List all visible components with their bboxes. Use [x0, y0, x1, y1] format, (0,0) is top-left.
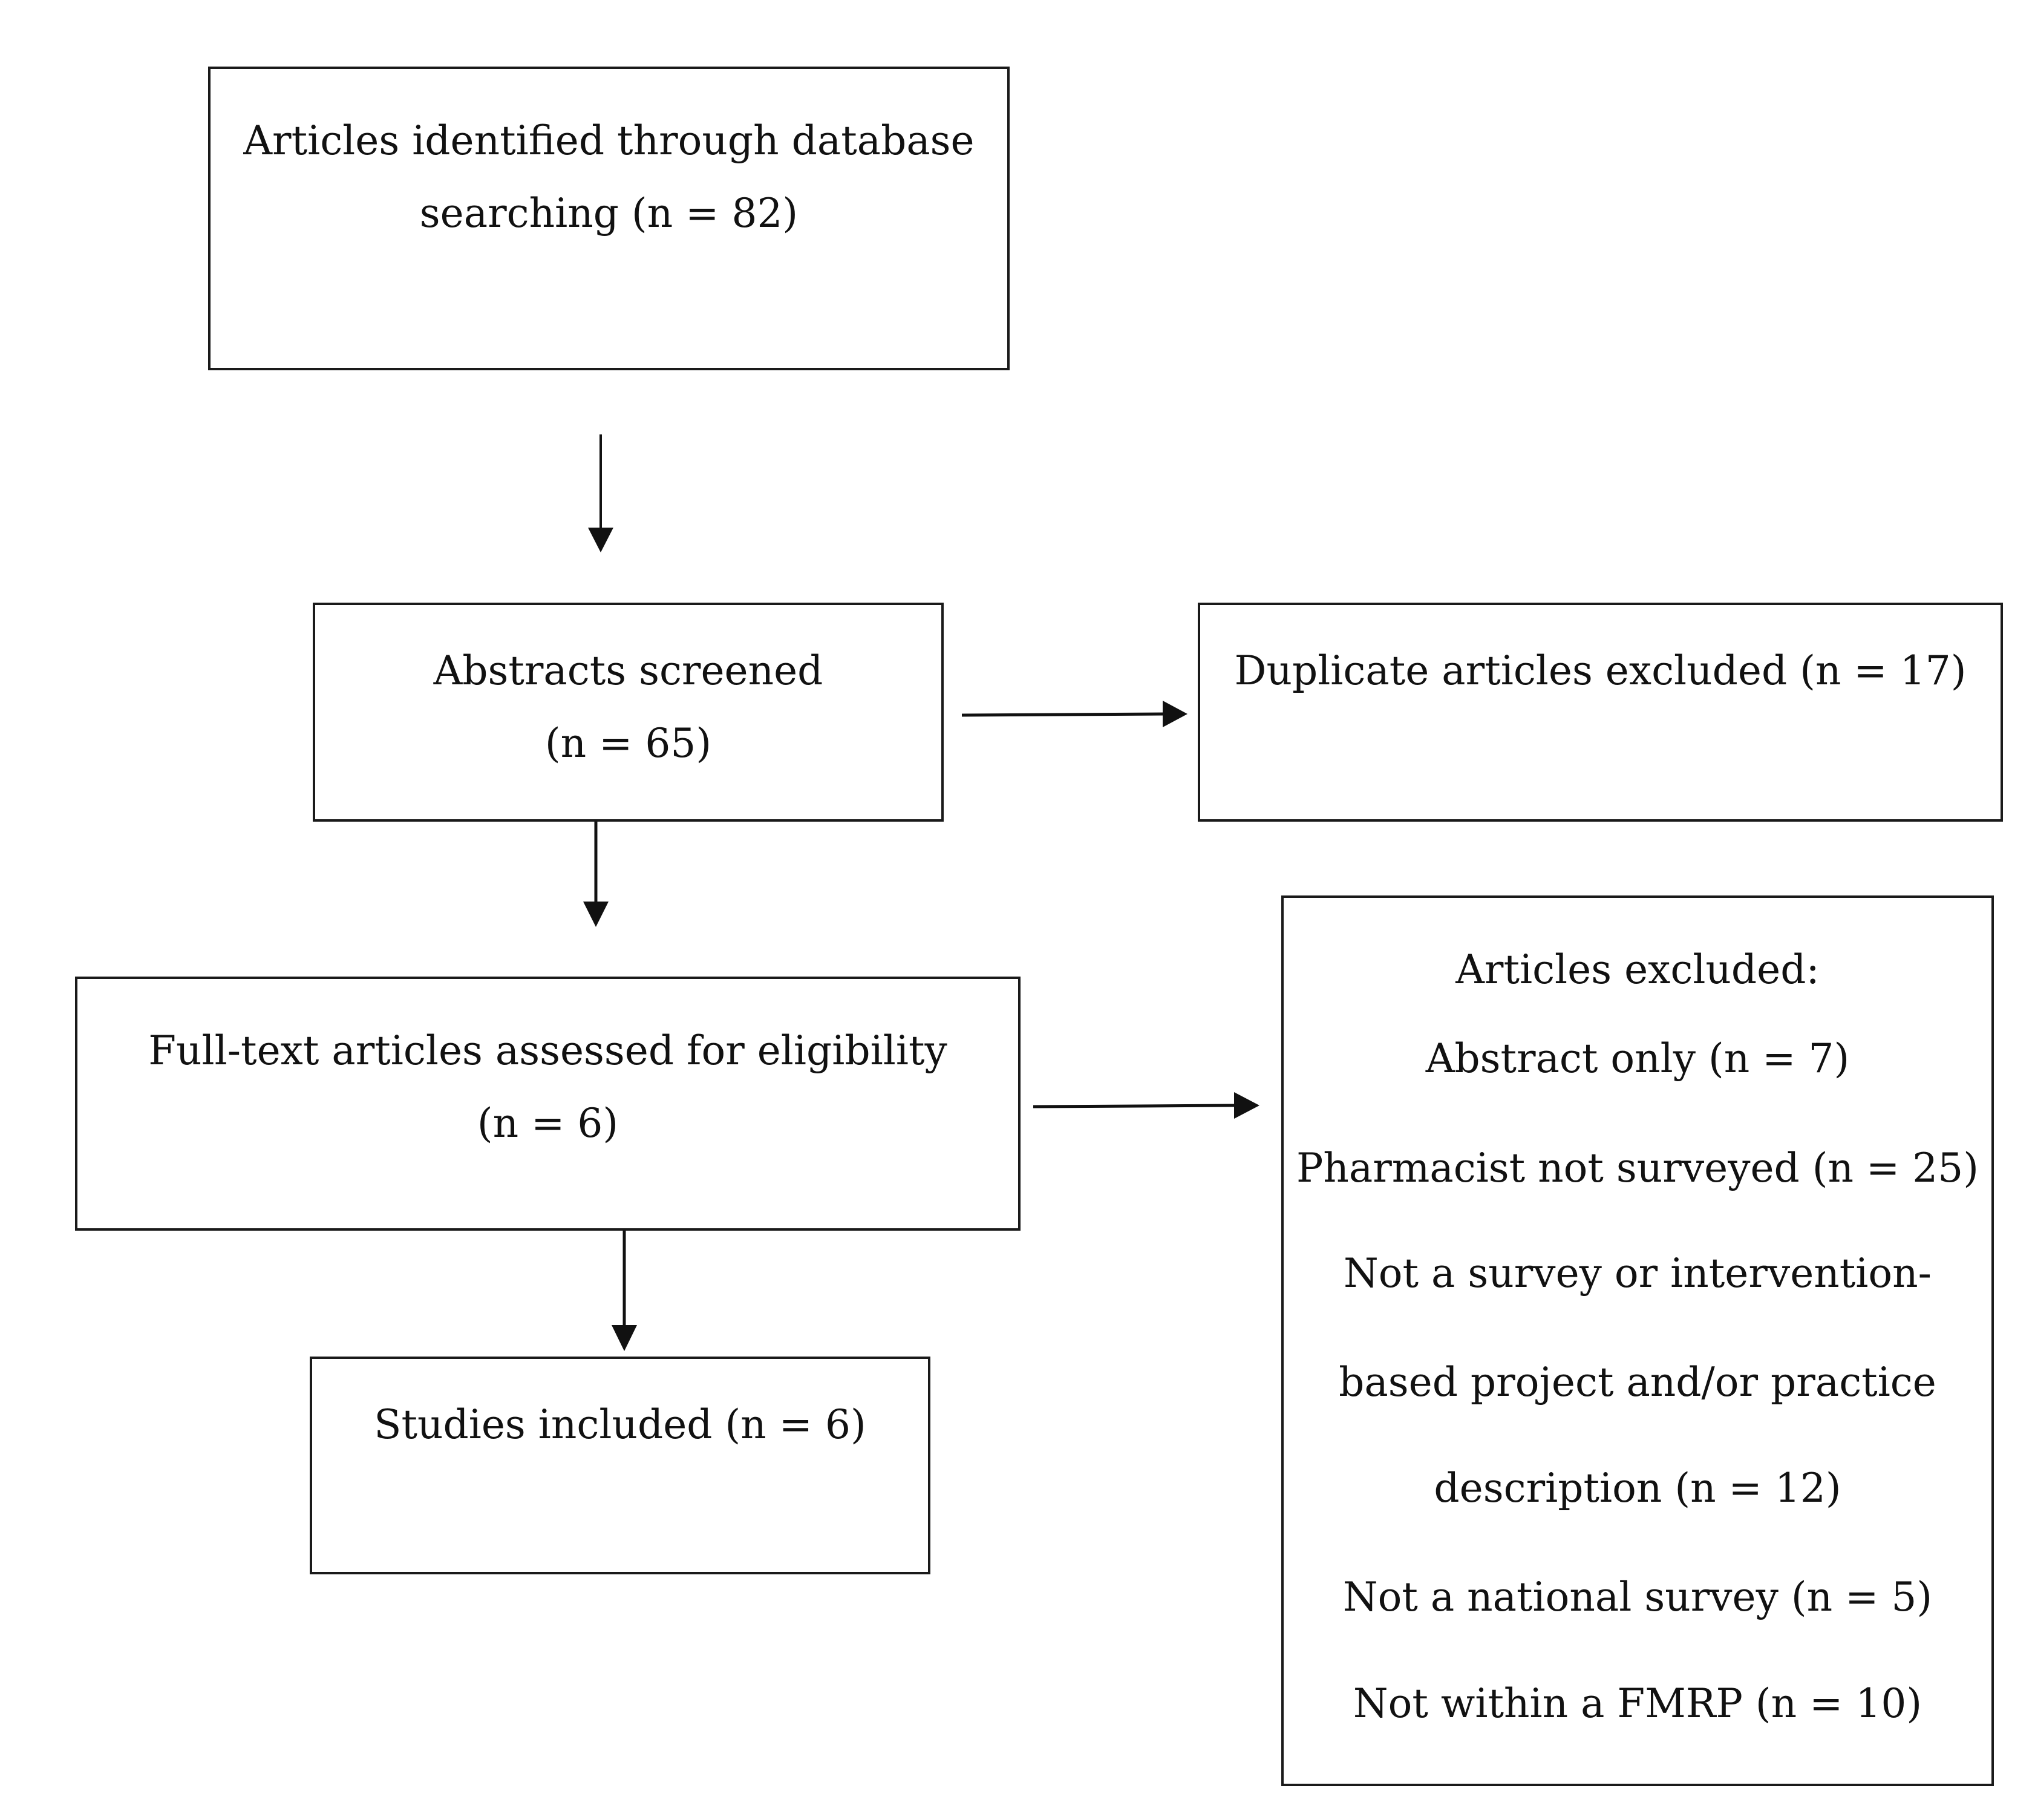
arrow-fulltext-to-included	[612, 1231, 637, 1351]
identified-box: Articles identified through database sea…	[208, 67, 1010, 370]
arrow-fulltext-to-excluded	[1033, 1092, 1259, 1119]
arrow-screened-to-fulltext	[583, 822, 609, 927]
excluded-heading: Articles excluded:	[1455, 946, 1820, 993]
excluded-reason: Not a national survey (n = 5)	[1342, 1574, 1933, 1620]
identified-line-1: Articles identified through database	[243, 117, 975, 164]
fulltext-line-2: (n = 6)	[477, 1100, 619, 1147]
excluded-reason: Abstract only (n = 7)	[1425, 1035, 1850, 1082]
excluded-reason: based project and/or practice	[1339, 1359, 1936, 1406]
duplicates-line-1: Duplicate articles excluded (n = 17)	[1234, 647, 1967, 694]
fulltext-line-1: Full-text articles assessed for eligibil…	[148, 1027, 947, 1074]
excluded-reason: Pharmacist not surveyed (n = 25)	[1296, 1145, 1979, 1191]
included-line-1: Studies included (n = 6)	[374, 1401, 866, 1448]
identified-line-2: searching (n = 82)	[419, 190, 799, 237]
included-box: Studies included (n = 6)	[310, 1357, 930, 1574]
screened-box: Abstracts screened (n = 65)	[313, 603, 944, 822]
fulltext-box: Full-text articles assessed for eligibil…	[75, 977, 1021, 1231]
excluded-box: Articles excluded: Abstract only (n = 7)…	[1281, 895, 1994, 1786]
arrow-screened-to-duplicates	[961, 701, 1187, 727]
screened-line-2: (n = 65)	[544, 720, 712, 767]
arrow-identified-to-screened	[588, 434, 613, 552]
screened-line-1: Abstracts screened	[433, 647, 823, 694]
excluded-reason: Not a survey or intervention-	[1344, 1250, 1932, 1297]
excluded-reason: Not within a FMRP (n = 10)	[1353, 1680, 1922, 1727]
excluded-reason: description (n = 12)	[1434, 1465, 1841, 1511]
duplicates-box: Duplicate articles excluded (n = 17)	[1198, 603, 2003, 822]
